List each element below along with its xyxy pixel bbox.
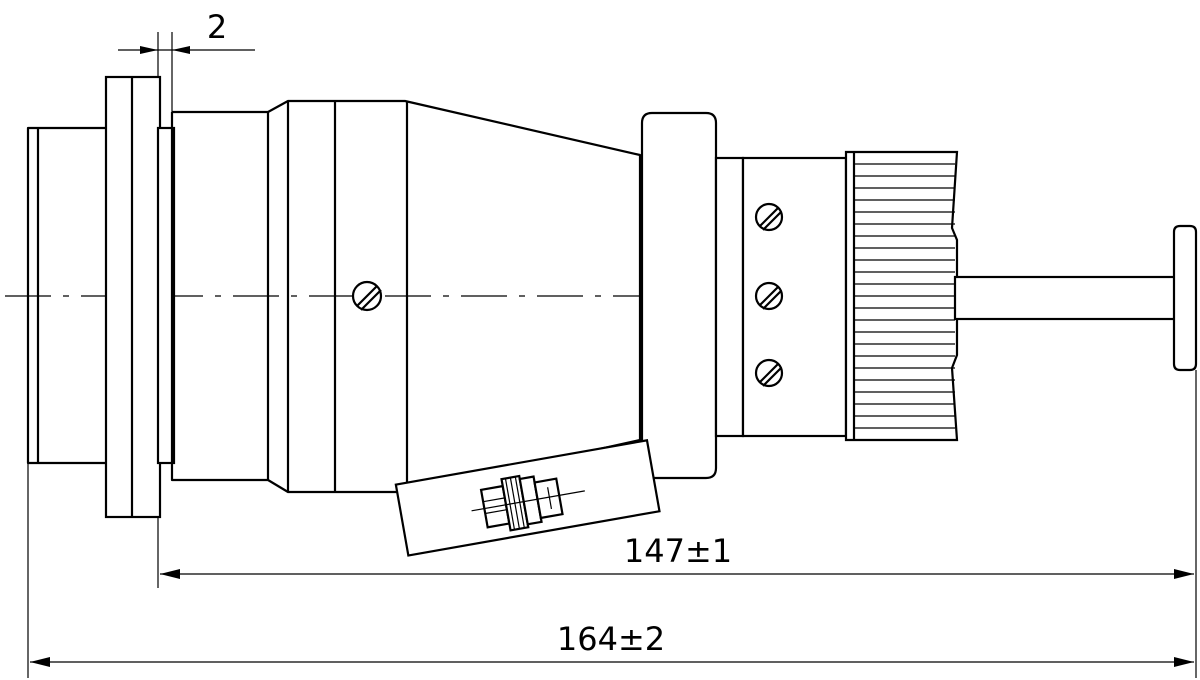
ring-screw-icon [754,281,784,311]
body-screw-icon [351,280,383,312]
clamp-nut-icon [471,474,585,532]
main-body [170,99,642,494]
ring-screw-icon [754,202,784,232]
dimension-label-flange-gap: 2 [207,8,227,46]
dimension-label-inner-length: 147±1 [624,532,732,570]
ring-screw-icon [754,358,784,388]
dimension-overall-length: 164±2 [27,463,1197,678]
t-handle [953,224,1198,372]
dimension-flange-gap: 2 [118,8,255,112]
screw-ring [741,156,848,438]
dimension-label-overall-length: 164±2 [557,620,665,658]
knurl-lines [854,163,955,429]
dimension-inner-length: 147±1 [157,370,1197,588]
locking-clamp [394,439,661,557]
knurled-knob [844,150,959,442]
coupling-nut [640,111,745,480]
mounting-flange [104,75,176,519]
